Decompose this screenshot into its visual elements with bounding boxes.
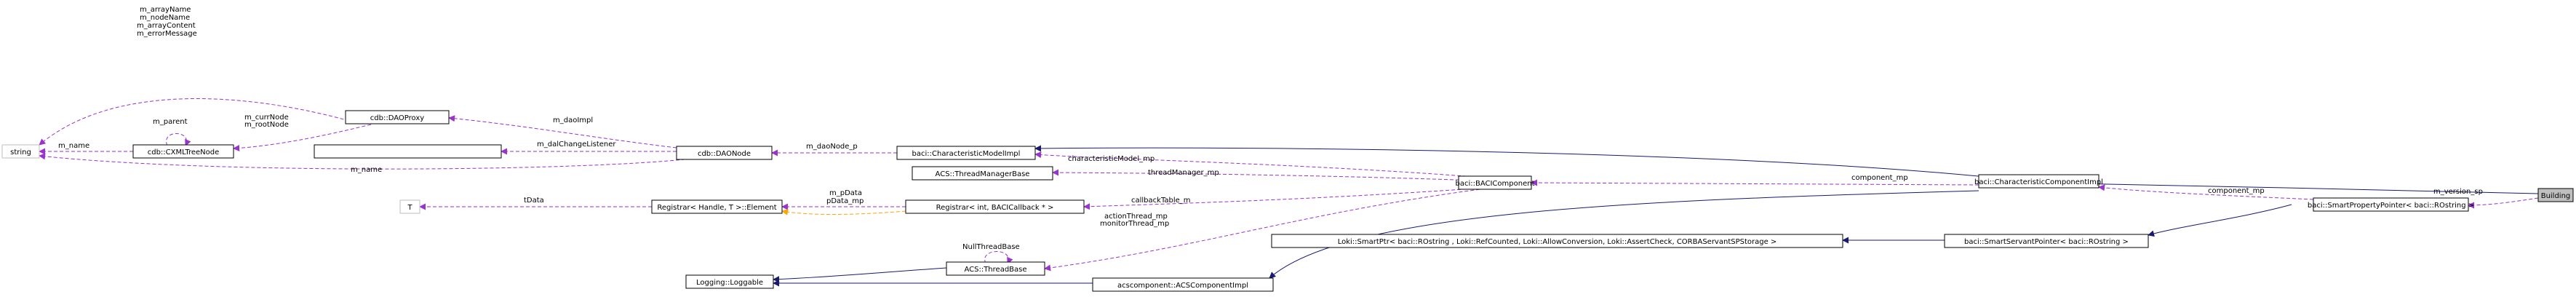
node-logging-loggable[interactable]: Logging::Loggable: [685, 274, 774, 289]
node-t-label: T: [407, 204, 412, 212]
label-m-curr-node: m_currNode: [244, 114, 289, 122]
label-m-name-cxml: m_name: [58, 142, 89, 150]
label-m-pdata: m_pData: [829, 189, 862, 197]
node-cdb-dao-node-label: cdb::DAONode: [698, 150, 751, 158]
edge-registrar-baci-callback-template: [781, 208, 906, 215]
node-characteristic-model-impl-label: baci::CharacteristicModelImpl: [912, 150, 1021, 158]
label-m-dao-impl: m_daoImpl: [553, 116, 593, 124]
node-acs-thread-manager-base-label: ACS::ThreadManagerBase: [936, 170, 1030, 178]
edge-baci-component-to-thread-manager-base: [1052, 169, 1478, 181]
edge-characteristic-component-impl-to-baci-component: [1531, 179, 1979, 186]
label-m-node-name: m_nodeName: [140, 14, 190, 22]
node-smart-property-pointer[interactable]: baci::SmartPropertyPointer< baci::ROstri…: [2308, 197, 2474, 212]
label-action-thread-mp: actionThread_mp: [1104, 213, 1168, 221]
edge-characteristic-component-impl-inherits-characteristic-model-impl: [1034, 145, 1994, 178]
label-m-array-content: m_arrayContent: [137, 22, 196, 30]
node-cdb-cxml-tree-node[interactable]: cdb::CXMLTreeNode: [132, 144, 234, 159]
node-cdb-dal-change-listener[interactable]: [314, 144, 502, 159]
node-string-label: string: [10, 148, 31, 157]
node-smart-property-pointer-label: baci::SmartPropertyPointer< baci::ROstri…: [2308, 202, 2474, 210]
node-logging-loggable-label: Logging::Loggable: [696, 279, 763, 287]
label-m-name-dn: m_name: [351, 166, 382, 174]
node-cdb-dao-proxy-label: cdb::DAOProxy: [370, 114, 424, 122]
nodes: Building baci::CharacteristicComponentIm…: [1, 110, 2574, 292]
label-m-array-name: m_arrayName: [140, 6, 191, 14]
node-smart-servant-pointer[interactable]: baci::SmartServantPointer< baci::ROstrin…: [1944, 234, 2149, 248]
label-null-thread-base: NullThreadBase: [962, 243, 1020, 251]
node-acs-thread-manager-base[interactable]: ACS::ThreadManagerBase: [912, 166, 1053, 181]
node-baci-component[interactable]: baci::BACIComponent: [1455, 175, 1535, 190]
node-characteristic-component-impl[interactable]: baci::CharacteristicComponentImpl: [1974, 174, 2103, 189]
node-cdb-dao-proxy[interactable]: cdb::DAOProxy: [345, 110, 450, 124]
node-acs-component-impl-label: acscomponent::ACSComponentImpl: [1117, 282, 1248, 290]
edge-baci-component-to-characteristic-model-impl: [1034, 151, 1485, 178]
edges: [39, 98, 2539, 287]
edge-baci-component-to-registrar-baci-callback: [1083, 187, 1485, 210]
node-characteristic-model-impl[interactable]: baci::CharacteristicModelImpl: [896, 146, 1036, 160]
node-registrar-baci-callback-label: Registrar< int, BACICallback * >: [936, 204, 1054, 212]
node-loki-smart-ptr-label: Loki::SmartPtr< baci::ROstring , Loki::R…: [1338, 238, 1777, 246]
label-m-dao-node-p: m_daoNode_p: [806, 143, 858, 151]
node-cdb-dao-node[interactable]: cdb::DAONode: [676, 146, 773, 160]
edge-dao-node-to-string: [39, 153, 692, 170]
edge-dao-node-to-dao-proxy: [448, 115, 677, 148]
node-baci-component-label: baci::BACIComponent: [1455, 180, 1534, 188]
edge-smart-property-pointer-to-characteristic-component-impl: [2098, 184, 2314, 200]
label-m-parent: m_parent: [153, 118, 188, 126]
label-component-mp-bc: component_mp: [1851, 174, 1908, 182]
edge-cxml-tree-node-self-parent: [166, 133, 191, 146]
node-building-label: Building: [2541, 192, 2571, 200]
edge-thread-base-inherits-loggable: [773, 267, 947, 283]
node-cdb-cxml-tree-node-label: cdb::CXMLTreeNode: [148, 148, 220, 157]
node-registrar-element[interactable]: Registrar< Handle, T >::Element: [651, 199, 783, 214]
edge-dao-proxy-to-string: [39, 98, 350, 146]
node-acs-thread-base[interactable]: ACS::ThreadBase: [946, 261, 1045, 276]
node-registrar-baci-callback[interactable]: Registrar< int, BACICallback * >: [905, 199, 1085, 214]
edge-thread-base-self-null: [984, 251, 1013, 264]
label-m-error-message: m_errorMessage: [137, 30, 197, 38]
edge-labels: m_version_sp component_mp component_mp c…: [58, 6, 2483, 251]
edge-baci-component-to-thread-base: [1044, 187, 1492, 272]
node-string[interactable]: string: [1, 144, 40, 159]
label-component-mp-spp: component_mp: [2208, 187, 2265, 195]
label-characteristic-model-mp: characteristicModel_mp: [1068, 155, 1155, 163]
label-pdata-mp: pData_mp: [826, 197, 864, 205]
node-acs-thread-base-label: ACS::ThreadBase: [964, 266, 1026, 274]
label-thread-manager-mp: threadManager_mp: [1148, 169, 1219, 177]
node-acs-component-impl[interactable]: acscomponent::ACSComponentImpl: [1092, 277, 1274, 292]
node-registrar-element-label: Registrar< Handle, T >::Element: [657, 204, 776, 212]
node-t[interactable]: T: [399, 199, 420, 214]
node-building[interactable]: Building: [2537, 188, 2574, 202]
node-smart-servant-pointer-label: baci::SmartServantPointer< baci::ROstrin…: [1964, 238, 2129, 246]
node-characteristic-component-impl-label: baci::CharacteristicComponentImpl: [1974, 178, 2103, 186]
label-m-version-sp: m_version_sp: [2433, 188, 2483, 196]
label-callback-table-m: callbackTable_m: [1131, 197, 1191, 205]
edge-dao-proxy-to-cxml-tree-node: [233, 124, 372, 151]
edge-characteristic-component-impl-inherits-acs-component-impl: [1269, 190, 1979, 279]
label-m-dal-change-listener: m_dalChangeListener: [537, 140, 616, 148]
edge-building-to-smart-property-pointer: [2468, 197, 2539, 209]
label-monitor-thread-mp: monitorThread_mp: [1100, 220, 1169, 228]
label-m-root-node: m_rootNode: [244, 121, 289, 129]
label-t-data: tData: [524, 197, 544, 205]
node-loki-smart-ptr[interactable]: Loki::SmartPtr< baci::ROstring , Loki::R…: [1271, 234, 1843, 248]
edge-smart-property-pointer-inherits-smart-servant-pointer: [2148, 204, 2292, 237]
